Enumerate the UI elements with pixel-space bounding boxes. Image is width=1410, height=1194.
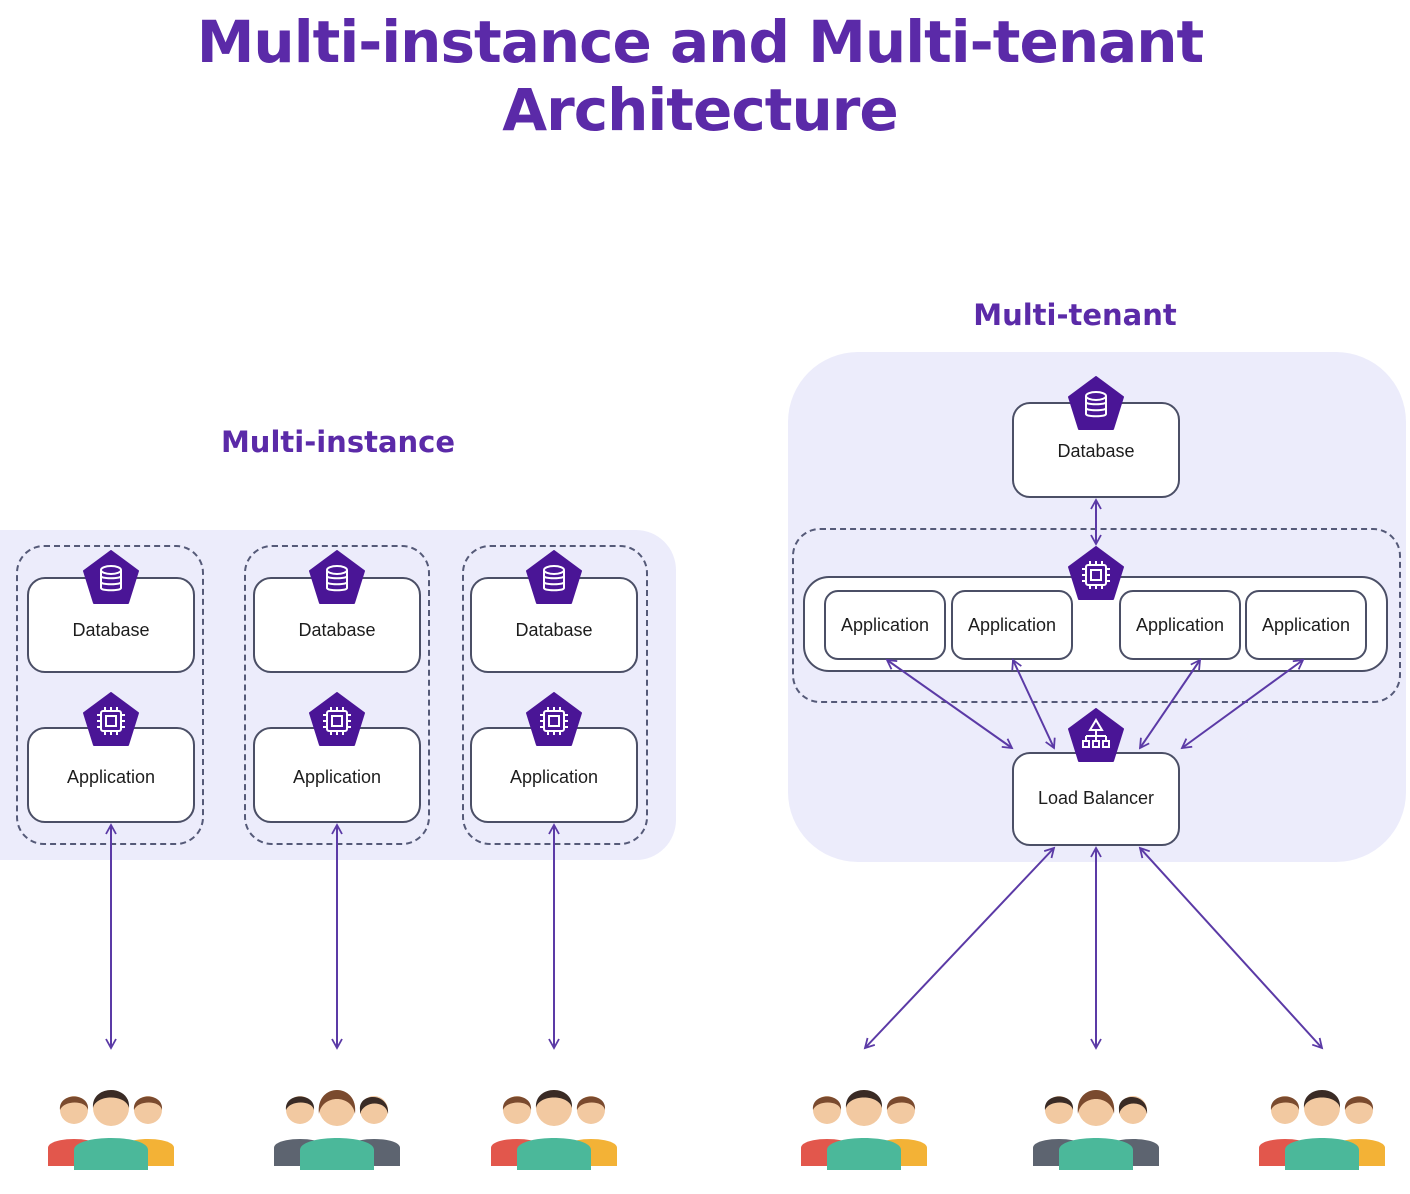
database-label: Database: [515, 619, 593, 640]
load-balancer-box: Load Balancer: [1012, 752, 1180, 846]
application-label: Application: [1135, 614, 1225, 635]
tenant-application-box-2: Application: [951, 590, 1073, 660]
user-group-icon: [801, 1090, 927, 1170]
user-group-icon: [48, 1090, 174, 1170]
tenant-application-box-3: Application: [1119, 590, 1241, 660]
instance-1-database-box: Database: [27, 577, 195, 673]
application-label: Application: [66, 766, 156, 787]
application-label: Application: [967, 614, 1057, 635]
user-group-icon: [274, 1090, 400, 1170]
application-label: Application: [840, 614, 930, 635]
cpu-chip-icon: [83, 692, 139, 746]
database-icon: [309, 550, 365, 604]
instance-2-application-box: Application: [253, 727, 421, 823]
database-label: Database: [1057, 440, 1135, 461]
user-group-icon: [1033, 1090, 1159, 1170]
tenant-application-box-4: Application: [1245, 590, 1367, 660]
app-2-lb-arrow: [1011, 658, 1056, 750]
database-icon: [83, 550, 139, 604]
app-1-lb-arrow: [885, 658, 1014, 750]
lb-user-1-arrow: [863, 846, 1056, 1050]
cpu-chip-icon: [526, 692, 582, 746]
app-3-lb-arrow: [1138, 658, 1202, 750]
cpu-chip-icon: [309, 692, 365, 746]
user-group-icon: [1259, 1090, 1385, 1170]
database-label: Database: [72, 619, 150, 640]
user-group-icon: [491, 1090, 617, 1170]
tenant-application-box-1: Application: [824, 590, 946, 660]
application-label: Application: [292, 766, 382, 787]
application-label: Application: [509, 766, 599, 787]
network-hierarchy-icon: [1068, 708, 1124, 762]
application-label: Application: [1261, 614, 1351, 635]
multi-tenant-title: Multi-tenant: [973, 298, 1177, 332]
database-label: Database: [298, 619, 376, 640]
multi-instance-title: Multi-instance: [220, 425, 456, 459]
load-balancer-label: Load Balancer: [1037, 787, 1155, 808]
lb-user-3-arrow: [1138, 846, 1324, 1050]
database-icon: [1068, 376, 1124, 430]
page-title: Multi-instance and Multi-tenant Architec…: [196, 8, 1205, 144]
database-icon: [526, 550, 582, 604]
app-4-lb-arrow: [1180, 658, 1305, 750]
cpu-chip-icon: [1068, 546, 1124, 600]
